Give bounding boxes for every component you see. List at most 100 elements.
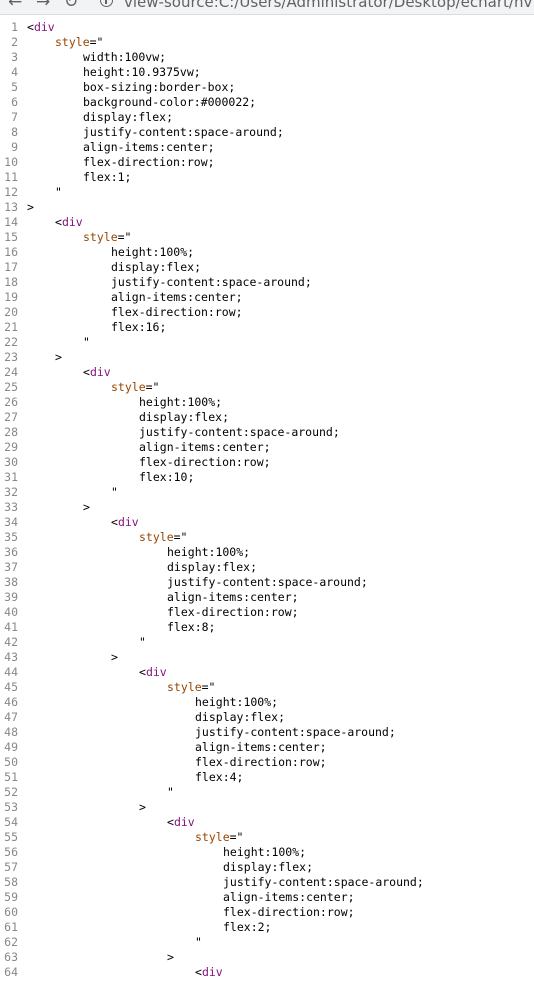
source-text: height:100%; [167,545,251,559]
line-number: 43 [4,650,18,664]
line-number: 53 [4,800,18,814]
line-number: 25 [4,380,18,394]
browser-toolbar: ← → ↻ view-source:C:/Users/Administrator… [0,0,534,15]
source-text: display:flex; [83,110,174,124]
source-line: 4 height:10.9375vw; [0,65,534,80]
line-number: 49 [4,740,18,754]
line-number: 19 [4,290,18,304]
line-number: 56 [4,845,18,859]
back-arrow-icon[interactable]: ← [8,0,23,12]
source-line: 52 " [0,785,534,800]
source-text: height:100%; [195,695,279,709]
source-line: 60 flex-direction:row; [0,905,534,920]
source-text: " [195,935,202,949]
source-text: flex-direction:row; [167,605,299,619]
line-number: 15 [4,230,18,244]
line-number: 37 [4,560,18,574]
source-text: flex:10; [139,470,195,484]
line-number: 62 [4,935,18,949]
source-text: > [167,950,174,964]
source-text: style=" [195,830,244,844]
line-number: 18 [4,275,18,289]
source-text: justify-content:space-around; [83,125,284,139]
source-text: style=" [139,530,188,544]
line-number: 5 [11,80,18,94]
source-text: " [83,335,90,349]
line-number: 52 [4,785,18,799]
source-line: 33> [0,500,534,515]
source-text: align-items:center; [223,890,355,904]
line-number: 50 [4,755,18,769]
line-number: 61 [4,920,18,934]
line-number: 11 [4,170,18,184]
reload-icon[interactable]: ↻ [64,0,79,12]
line-number: 39 [4,590,18,604]
source-line: 59 align-items:center; [0,890,534,905]
line-number: 31 [4,470,18,484]
address-bar-url[interactable]: view-source:C:/Users/Administrator/Deskt… [124,0,534,11]
line-number: 40 [4,605,18,619]
source-text: style=" [167,680,216,694]
line-number: 4 [11,65,18,79]
line-number: 59 [4,890,18,904]
source-text: justify-content:space-around; [195,725,396,739]
source-text: > [55,350,62,364]
source-text: > [27,200,34,214]
line-number: 63 [4,950,18,964]
line-number: 41 [4,620,18,634]
source-text: " [167,785,174,799]
line-number: 32 [4,485,18,499]
source-text: <div [55,215,83,229]
source-text: <div [167,815,195,829]
line-number: 60 [4,905,18,919]
line-number: 13 [4,200,18,214]
source-text: > [139,800,146,814]
source-line: 44<div [0,665,534,680]
line-number: 36 [4,545,18,559]
info-icon[interactable] [100,0,113,7]
line-number: 10 [4,155,18,169]
source-text: <div [195,965,223,979]
source-text: flex-direction:row; [83,155,215,169]
source-text: justify-content:space-around; [223,875,424,889]
forward-arrow-icon[interactable]: → [36,0,51,12]
source-text: height:10.9375vw; [83,65,201,79]
line-number: 9 [11,140,18,154]
source-line: 11 flex:1; [0,170,534,185]
line-number: 27 [4,410,18,424]
source-line: 13 > [0,200,534,215]
line-number: 57 [4,860,18,874]
source-text: flex:4; [195,770,244,784]
source-text: <div [111,515,139,529]
source-text: <div [27,20,55,34]
line-number: 21 [4,320,18,334]
source-text: flex-direction:row; [223,905,355,919]
source-line: 14<div [0,215,534,230]
source-text: flex:1; [83,170,132,184]
source-line: 34 <div [0,515,534,530]
source-text: height:100%; [111,245,195,259]
source-line: 54<div [0,815,534,830]
source-text: align-items:center; [167,590,299,604]
source-line: 36 height:100%; [0,545,534,560]
source-text: align-items:center; [83,140,215,154]
source-text: style=" [111,380,160,394]
line-number: 34 [4,515,18,529]
